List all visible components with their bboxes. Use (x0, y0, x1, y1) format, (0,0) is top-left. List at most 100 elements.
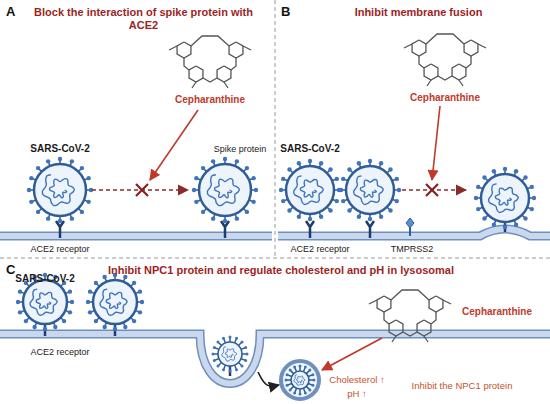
virus-particle (212, 336, 249, 373)
chemical-bond (438, 76, 452, 80)
chemical-bond (404, 44, 412, 48)
spike-head (289, 388, 292, 391)
ace2-receptor (56, 221, 64, 238)
virus-particle (192, 157, 258, 223)
spike-head (68, 310, 72, 314)
spike-head (140, 300, 144, 304)
spike-head (299, 393, 302, 396)
receptor-label: ACE2 receptor (30, 244, 89, 254)
benzene-ring (417, 320, 431, 336)
cepharanthine-molecule (169, 36, 251, 88)
benzene-ring (217, 66, 231, 82)
spike-head (395, 177, 399, 181)
spike-head (211, 159, 215, 163)
spike-head (254, 188, 258, 192)
spike-head (357, 215, 361, 219)
spike-head (293, 391, 296, 394)
spike-head (244, 359, 247, 362)
spike-head (235, 159, 239, 163)
chemical-bond (392, 336, 396, 342)
spike-head (379, 215, 383, 219)
spike-head (530, 207, 534, 211)
spike-head (341, 199, 345, 203)
spike-head (328, 167, 332, 171)
chemical-bond (184, 58, 189, 70)
benzene-ring (452, 64, 466, 80)
spike-head (80, 166, 84, 170)
chemical-bond (403, 332, 417, 336)
virus-particle (474, 167, 536, 229)
spike-head (279, 188, 283, 192)
spike-head (229, 336, 232, 339)
spike-head (304, 391, 307, 394)
spike-head (213, 359, 216, 362)
spike-head (70, 300, 74, 304)
virus-particle (339, 159, 401, 221)
spike-head (46, 216, 50, 220)
spike-head (113, 327, 117, 331)
membrane-edge (278, 229, 550, 236)
benzene-ring (229, 42, 243, 58)
viral-rna (30, 289, 57, 315)
virus-particle (285, 365, 316, 396)
cell-membrane (0, 334, 550, 384)
spike-head (36, 166, 40, 170)
spike-head (235, 216, 239, 220)
spike-head (503, 167, 507, 171)
chemical-bond (231, 58, 236, 70)
receptor-label: ACE2 receptor (290, 244, 349, 254)
spike-head (86, 200, 90, 204)
spike-head (313, 379, 316, 382)
virus-envelope (218, 342, 242, 366)
spike-head (251, 176, 255, 180)
spike-head (62, 319, 66, 323)
spike-head (194, 176, 198, 180)
virus-particle (279, 159, 341, 221)
spike-head (80, 210, 84, 214)
viral-rna (207, 175, 239, 206)
spike-head (102, 275, 106, 279)
inhibition-arrow (322, 338, 382, 370)
spike-head (216, 340, 219, 343)
membrane-edge (0, 232, 272, 241)
chemical-bond (243, 46, 251, 50)
panel-letter: A (6, 4, 15, 19)
panel-title: Inhibit membrane fusion (295, 6, 542, 19)
spike-head (476, 207, 480, 211)
spike-head (18, 289, 22, 293)
spike-head (347, 167, 351, 171)
spike-head (70, 159, 74, 163)
cepharanthine-molecule (369, 290, 451, 342)
spike-head (341, 177, 345, 181)
spike-head (397, 188, 401, 192)
protease-label: TMPRSS2 (391, 244, 434, 254)
spike-head (213, 346, 216, 349)
spike-head (86, 176, 90, 180)
ace2-receptor (366, 221, 374, 238)
spike-head (335, 177, 339, 181)
spike-head (492, 169, 496, 173)
spike-head (281, 177, 285, 181)
spike-head (245, 210, 249, 214)
spike-head (70, 216, 74, 220)
benzene-ring (389, 320, 403, 336)
spike-head (53, 325, 57, 329)
membrane-core (0, 334, 550, 384)
spike-head (287, 167, 291, 171)
spike-head (194, 200, 198, 204)
drug-name: Cepharanthine (462, 306, 532, 318)
inhibition-arrow (432, 106, 440, 180)
spike-head (68, 289, 72, 293)
figure-panel: ABlock the interaction of spike protein … (0, 0, 275, 258)
spike-head (201, 210, 205, 214)
panel-divider (275, 0, 276, 258)
spike-head (311, 373, 314, 376)
spike-head (523, 216, 527, 220)
spike-head (123, 325, 127, 329)
chemical-bond (203, 78, 217, 82)
spike-head (319, 215, 323, 219)
endocytosis-arrow (258, 372, 279, 386)
spike-head (289, 369, 292, 372)
spike-head (281, 199, 285, 203)
chemical-bond (466, 56, 471, 68)
